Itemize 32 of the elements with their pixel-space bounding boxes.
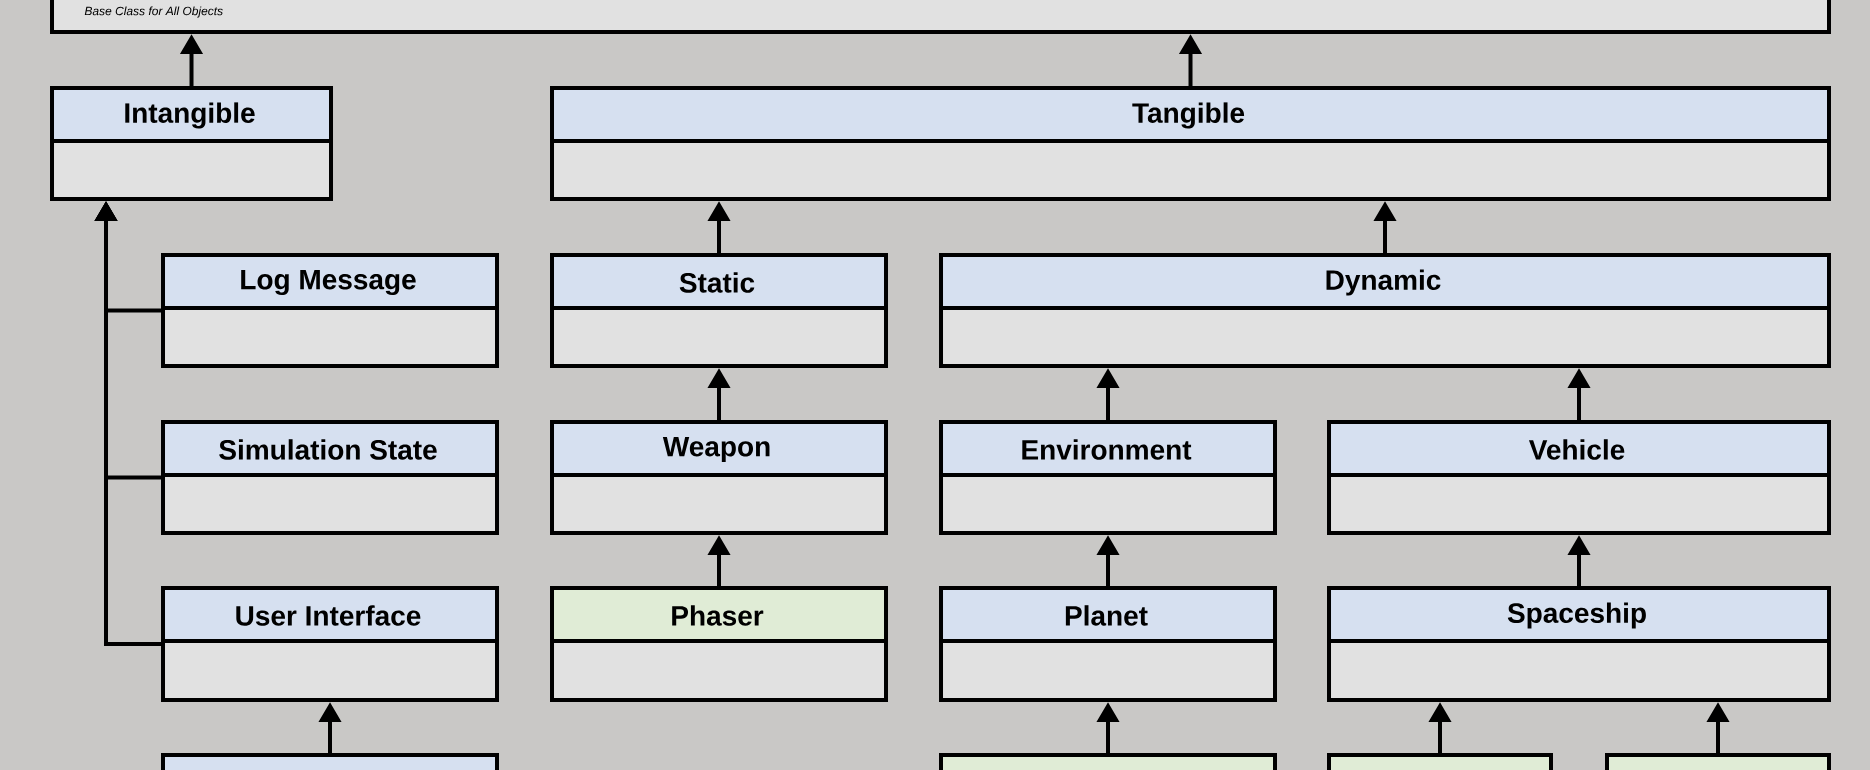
class-box xyxy=(1327,420,1831,535)
class-box xyxy=(1605,753,1831,770)
class-name: Weapon xyxy=(662,436,770,462)
class-name: Planet xyxy=(1065,605,1148,626)
class-box xyxy=(161,586,499,702)
class-box xyxy=(939,753,1277,770)
class-box xyxy=(550,86,1831,201)
class-name: Tangible xyxy=(1132,102,1245,129)
class-box xyxy=(550,420,888,535)
class-box xyxy=(50,86,333,201)
class-name: User Interface xyxy=(236,605,421,626)
class-name: Phaser xyxy=(672,605,764,626)
class-box xyxy=(550,253,888,368)
class-name: Intangible xyxy=(125,102,255,129)
class-box xyxy=(550,586,888,702)
class-name: Log Message xyxy=(241,269,416,296)
class-description: Base Class for All Objects xyxy=(84,6,223,18)
class-box xyxy=(939,586,1277,702)
class-box xyxy=(1327,753,1553,770)
class-name: Vehicle xyxy=(1528,439,1625,460)
class-box xyxy=(50,0,1831,34)
class-box xyxy=(161,253,499,368)
class-name: Simulation State xyxy=(219,439,437,460)
class-name: Spaceship xyxy=(1507,602,1646,629)
class-box xyxy=(939,420,1277,535)
class-name: Static xyxy=(679,272,755,293)
class-box xyxy=(161,420,499,535)
class-box xyxy=(939,253,1831,368)
class-box xyxy=(161,753,499,770)
class-name: Dynamic xyxy=(1326,269,1441,296)
class-name: Environment xyxy=(1022,439,1192,460)
class-box xyxy=(1327,586,1831,702)
